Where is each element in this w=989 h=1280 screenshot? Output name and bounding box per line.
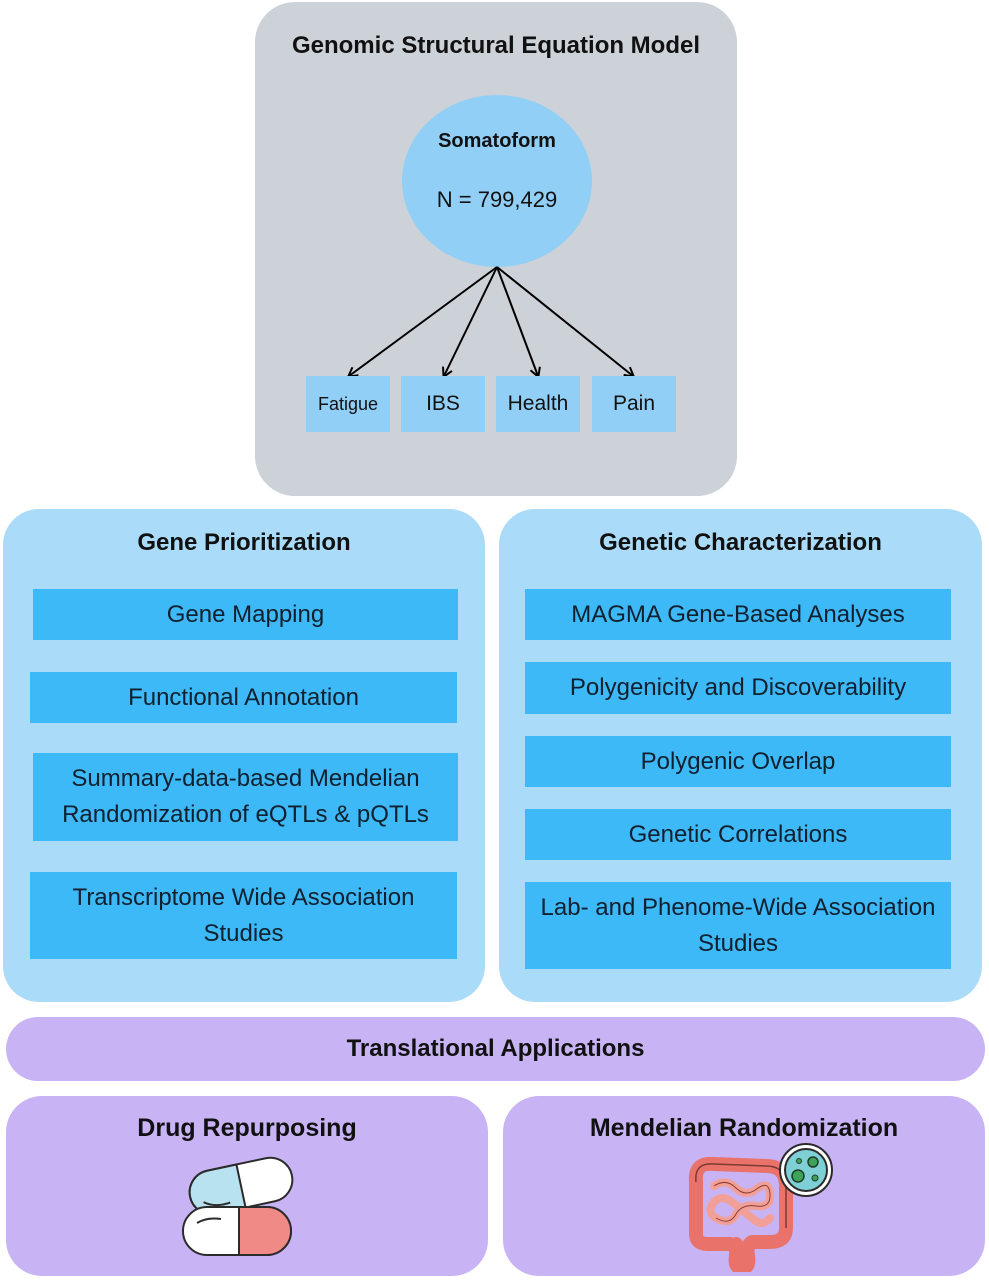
drug-repurposing-panel: Drug Repurposing [6, 1096, 488, 1276]
intestine-bacteria-icon [688, 1143, 833, 1272]
pill-capsules-icon [182, 1156, 294, 1256]
twas-box: Transcriptome Wide Association Studies [30, 872, 457, 959]
gene-mapping-box: Gene Mapping [33, 589, 458, 640]
factor-loading-arrows [255, 266, 737, 496]
mendelian-randomization-title: Mendelian Randomization [589, 1114, 899, 1142]
mendelian-randomization-panel: Mendelian Randomization [503, 1096, 985, 1276]
indicator-fatigue: Fatigue [306, 376, 390, 432]
indicator-pain: Pain [592, 376, 676, 432]
drug-repurposing-title: Drug Repurposing [137, 1114, 357, 1142]
genetic-characterization-panel: Genetic Characterization MAGMA Gene-Base… [499, 509, 982, 1002]
arrow-ibs [444, 266, 498, 376]
latent-factor-circle: Somatoform N = 799,429 [402, 95, 592, 267]
genetic-correlations-box: Genetic Correlations [525, 809, 951, 860]
gsem-panel: Genomic Structural Equation Model Somato… [255, 2, 737, 496]
smr-box: Summary-data-based Mendelian Randomizati… [33, 753, 458, 841]
arrow-fatigue [349, 266, 498, 376]
arrow-pain [496, 266, 633, 376]
translational-applications-banner: Translational Applications [6, 1017, 985, 1081]
polygenicity-box: Polygenicity and Discoverability [525, 662, 951, 714]
functional-annotation-box: Functional Annotation [30, 672, 457, 723]
gene-prioritization-panel: Gene Prioritization Gene Mapping Functio… [3, 509, 485, 1002]
gene-prioritization-title: Gene Prioritization [137, 529, 351, 556]
polygenic-overlap-box: Polygenic Overlap [525, 736, 951, 787]
lab-phenome-box: Lab- and Phenome-Wide Association Studie… [525, 882, 951, 969]
arrow-health [496, 266, 538, 376]
genetic-characterization-title: Genetic Characterization [599, 529, 882, 556]
indicator-health: Health [496, 376, 580, 432]
translational-applications-title: Translational Applications [346, 1035, 645, 1062]
magma-box: MAGMA Gene-Based Analyses [525, 589, 951, 640]
factor-sample-size: N = 799,429 [436, 187, 558, 212]
factor-name: Somatoform [438, 130, 556, 152]
gsem-title: Genomic Structural Equation Model [291, 32, 701, 59]
indicator-ibs: IBS [401, 376, 485, 432]
